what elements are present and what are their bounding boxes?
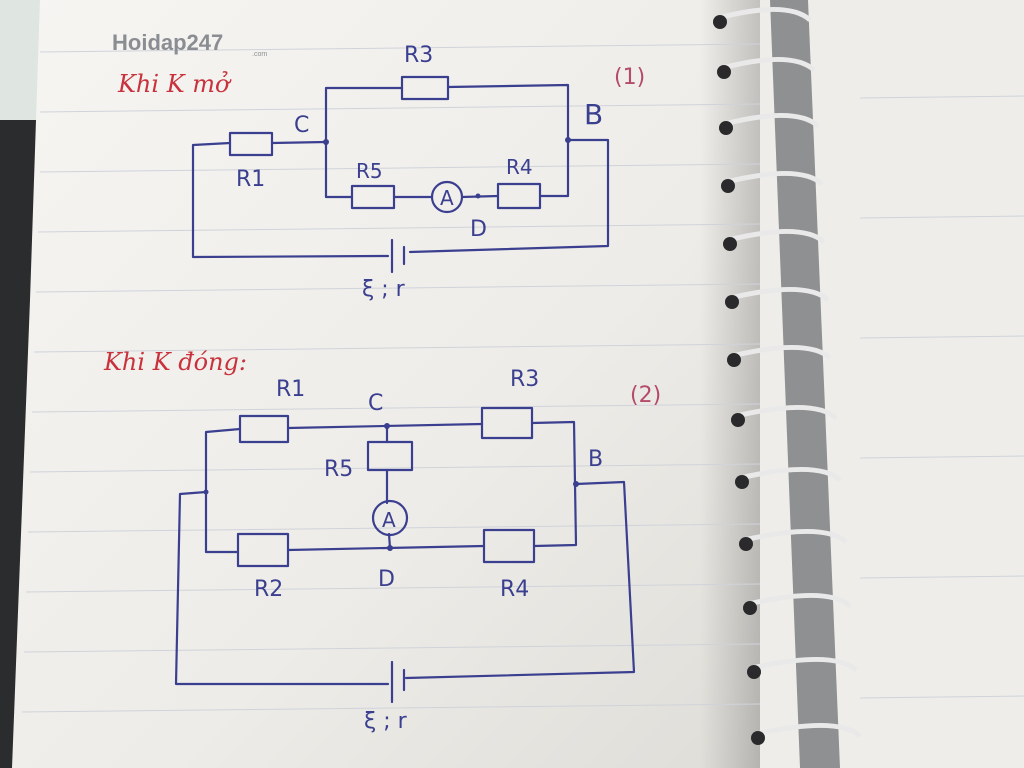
label-source: ξ ; r (364, 709, 408, 734)
node-a (203, 489, 209, 495)
left-page (12, 0, 760, 768)
wire-b-to-source (408, 138, 610, 254)
node-d (387, 545, 393, 551)
resistor-r1 (238, 414, 290, 444)
wire-outer-left (174, 490, 390, 686)
label-r5: R5 (324, 457, 353, 482)
node-c (323, 139, 329, 145)
diagram1-heading: Khi K mở (117, 70, 232, 98)
watermark-brand: Hoidap247 (112, 30, 223, 55)
label-r3: R3 (404, 43, 433, 68)
diagram1-tag: (1) (614, 65, 645, 90)
label-source: ξ ; r (362, 277, 406, 302)
label-r3: R3 (510, 367, 539, 392)
label-r5: R5 (356, 159, 383, 183)
wire-c-to-r3 (324, 86, 404, 144)
label-node-b: B (588, 447, 603, 472)
ammeter-label: A (440, 186, 454, 210)
resistor-r4 (482, 528, 536, 564)
circuit-diagram-2: Khi K đóng: (2) A R1 R3 R5 R2 R (103, 348, 661, 734)
ammeter-label: A (382, 508, 396, 532)
resistor-r5 (350, 184, 396, 210)
resistor-r1 (228, 131, 274, 157)
label-r2: R2 (254, 577, 283, 602)
label-node-c: C (294, 113, 309, 138)
wire-left-loop (191, 141, 390, 259)
diagram2-heading: Khi K đóng: (103, 348, 247, 376)
wire-r1-to-c (270, 140, 328, 145)
ammeter (371, 499, 409, 537)
node-b (565, 137, 571, 143)
resistor-r3 (400, 75, 450, 101)
node-d (475, 193, 481, 199)
label-r4: R4 (506, 155, 533, 179)
wire-r2-to-r4 (286, 544, 486, 552)
wire-c-to-r5 (324, 140, 354, 199)
label-r1: R1 (276, 377, 305, 402)
ruled-lines (21, 43, 1024, 713)
resistor-r4 (496, 182, 542, 210)
label-r4: R4 (500, 577, 529, 602)
node-b (573, 481, 579, 487)
label-node-d: D (378, 567, 395, 592)
resistor-r5 (366, 440, 414, 472)
wire-b-to-source (404, 480, 636, 680)
spiral-binding (713, 0, 862, 768)
ammeter (430, 180, 464, 214)
label-r1: R1 (236, 167, 265, 192)
label-node-d: D (470, 217, 487, 242)
diagram2-tag: (2) (630, 383, 661, 408)
resistor-r3 (480, 406, 534, 440)
node-c (384, 423, 390, 429)
circuit-diagram-1: Khi K mở (1) A R3 R1 R5 R4 C B D ξ (117, 43, 645, 302)
label-node-b: B (584, 98, 603, 131)
watermark-suffix: .com (252, 51, 267, 58)
label-node-c: C (368, 391, 383, 416)
resistor-r2 (236, 532, 290, 568)
spine-bar (770, 0, 840, 768)
